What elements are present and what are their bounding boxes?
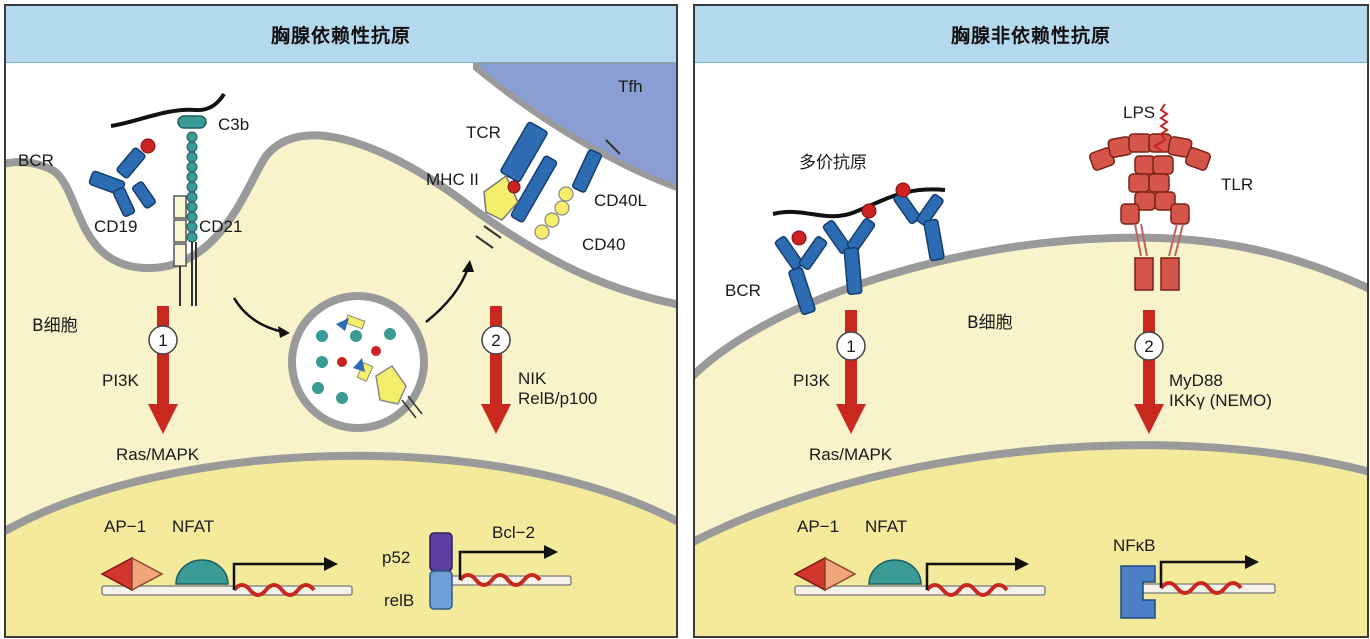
dna-strand-right-2 bbox=[1134, 555, 1276, 595]
thymus-dependent-panel: Tfh C3b CD21 CD19 BCR bbox=[4, 4, 678, 638]
cd21-label: CD21 bbox=[199, 217, 242, 236]
ap1-factor-right bbox=[793, 556, 857, 592]
pathway2-number: 2 bbox=[491, 331, 500, 350]
pathway2-line1: NIK bbox=[518, 369, 547, 388]
tlr-label: TLR bbox=[1221, 175, 1253, 194]
tfh-cell bbox=[473, 58, 676, 191]
relb-subunit bbox=[429, 570, 453, 610]
dna-strand-left-1 bbox=[101, 557, 353, 597]
cd40-label: CD40 bbox=[582, 235, 625, 254]
panel-header-right: 胸腺非依赖性抗原 bbox=[695, 6, 1367, 63]
c3b-label: C3b bbox=[218, 115, 249, 134]
thymus-independent-panel: 多价抗原 BCR bbox=[693, 4, 1369, 638]
dna-strand-right-1 bbox=[794, 557, 1046, 597]
lps-label: LPS bbox=[1123, 103, 1155, 122]
pathway2-number-right: 2 bbox=[1144, 337, 1153, 356]
cd19 bbox=[173, 195, 187, 267]
pathway1-label: PI3K bbox=[102, 371, 140, 390]
panel-title-left: 胸腺依赖性抗原 bbox=[270, 24, 411, 47]
mhc2-label: MHC II bbox=[426, 170, 479, 189]
cd21-chain bbox=[186, 131, 198, 243]
nfkb-factor bbox=[1120, 565, 1156, 619]
pathway1-arrow-right: 1 bbox=[836, 310, 866, 434]
bcl2-label: Bcl−2 bbox=[492, 523, 535, 542]
pathway2-line1-right: MyD88 bbox=[1169, 371, 1223, 390]
tfh-label: Tfh bbox=[618, 77, 643, 96]
c3b-fragment bbox=[177, 115, 207, 129]
nfat-factor-right bbox=[868, 559, 922, 585]
bcell-label-right: B细胞 bbox=[967, 313, 1013, 333]
thymus-independent-diagram: 多价抗原 BCR bbox=[695, 103, 1367, 636]
pathway1-number: 1 bbox=[158, 331, 167, 350]
cd40l-label: CD40L bbox=[594, 191, 647, 210]
multivalent-antigen bbox=[772, 187, 946, 219]
p52-subunit bbox=[429, 532, 453, 572]
tlr-receptor bbox=[1088, 133, 1212, 225]
nfat-label: NFAT bbox=[172, 517, 214, 536]
pathway1-target: Ras/MAPK bbox=[116, 445, 200, 464]
antigen-strand bbox=[110, 92, 226, 128]
ap1-factor bbox=[100, 556, 164, 592]
relb-label: relB bbox=[384, 591, 414, 610]
bcr-cluster bbox=[774, 191, 945, 316]
tcr-mhc-complex bbox=[475, 121, 621, 249]
pathway1-target-right: Ras/MAPK bbox=[809, 445, 893, 464]
bcr-label-right: BCR bbox=[725, 281, 761, 300]
ap1-label: AP−1 bbox=[104, 517, 146, 536]
bcell-label: B细胞 bbox=[32, 316, 78, 336]
tlr-intracellular bbox=[1134, 257, 1180, 291]
cd19-label: CD19 bbox=[94, 217, 137, 236]
nfat-factor bbox=[175, 559, 229, 585]
tcr-label: TCR bbox=[466, 123, 501, 142]
thymus-dependent-diagram: Tfh C3b CD21 CD19 BCR bbox=[6, 58, 676, 636]
pathway2-line2-right: IKKγ (NEMO) bbox=[1169, 391, 1272, 410]
bcr-label: BCR bbox=[18, 151, 54, 170]
bcr-receptor bbox=[88, 147, 156, 217]
endosome bbox=[288, 292, 428, 432]
pathway2-arrow: 2 bbox=[481, 306, 511, 434]
lps-chain bbox=[1153, 103, 1169, 153]
panel-header-left: 胸腺依赖性抗原 bbox=[6, 6, 676, 63]
pathway2-arrow-right: 2 bbox=[1134, 310, 1164, 434]
pathway1-arrow: 1 bbox=[148, 306, 178, 434]
pathway1-number-right: 1 bbox=[846, 337, 855, 356]
pathway2-line2: RelB/p100 bbox=[518, 389, 597, 408]
panel-title-right: 胸腺非依赖性抗原 bbox=[950, 24, 1111, 47]
ap1-label-right: AP−1 bbox=[797, 517, 839, 536]
nfat-label-right: NFAT bbox=[865, 517, 907, 536]
multivalent-label: 多价抗原 bbox=[799, 153, 867, 173]
p52-label: p52 bbox=[382, 548, 410, 567]
pathway1-label-right: PI3K bbox=[793, 371, 831, 390]
nfkb-label: NFκB bbox=[1113, 536, 1156, 555]
